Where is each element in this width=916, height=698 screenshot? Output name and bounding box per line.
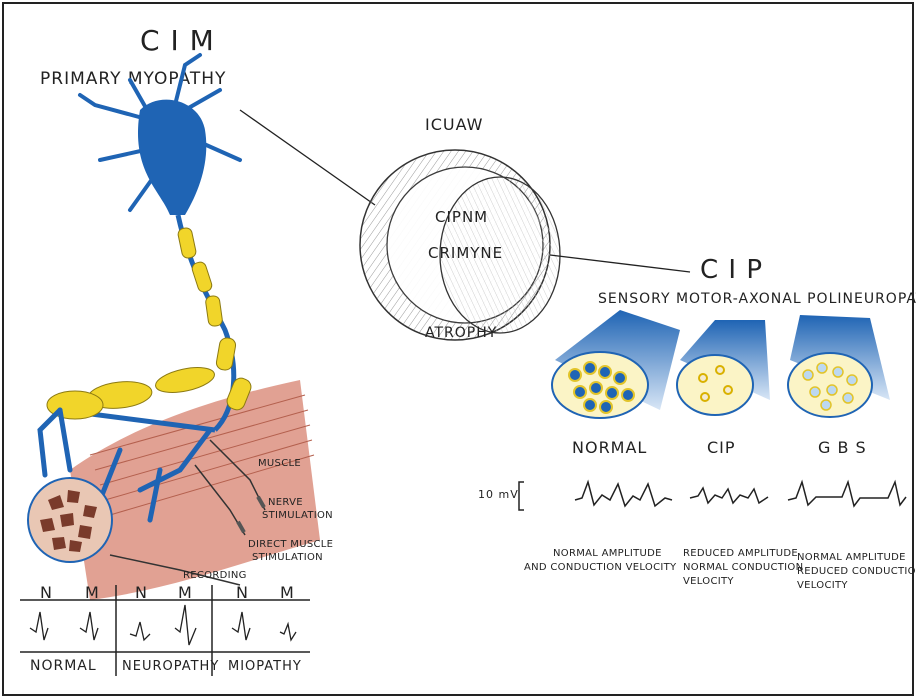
col-neuropathy-name: NEUROPATHY bbox=[122, 659, 219, 674]
desc-gbs-1: NORMAL AMPLITUDE bbox=[797, 552, 906, 563]
nerve-stimulation-label-1: NERVE bbox=[268, 497, 303, 508]
direct-stimulation-label-1: DIRECT MUSCLE bbox=[248, 539, 333, 550]
nerve-gbs-label: G B S bbox=[818, 438, 867, 457]
col-mio-n: N bbox=[236, 583, 249, 602]
cim-connector-line bbox=[240, 110, 375, 205]
venn-inner-label-2: CRIMYNE bbox=[428, 244, 503, 262]
muscle-label: MUSCLE bbox=[258, 458, 301, 469]
cim-title: C I M bbox=[140, 24, 215, 57]
recording-label: RECORDING bbox=[183, 570, 247, 581]
desc-gbs-2: REDUCED CONDUCTION bbox=[797, 566, 916, 577]
cip-descriptions: NORMAL AMPLITUDE AND CONDUCTION VELOCITY… bbox=[524, 548, 916, 591]
desc-normal-2: AND CONDUCTION VELOCITY bbox=[524, 562, 677, 573]
cip-connector-line bbox=[550, 255, 690, 272]
muscle-cross-section bbox=[28, 478, 112, 562]
nerve-normal-label: NORMAL bbox=[572, 438, 647, 457]
emg-traces bbox=[30, 605, 296, 645]
emg-table-heads: N M N M N M bbox=[40, 583, 295, 602]
desc-gbs-3: VELOCITY bbox=[797, 580, 848, 591]
nerve-stimulation-label-2: STIMULATION bbox=[262, 510, 333, 521]
col-mio-m: M bbox=[280, 583, 295, 602]
scale-bracket bbox=[519, 482, 524, 510]
nerve-cip-label: CIP bbox=[707, 438, 736, 457]
venn-inner-label-1: CIPNM bbox=[435, 208, 488, 226]
cip-title: C I P bbox=[700, 255, 763, 285]
col-neuro-n: N bbox=[135, 583, 148, 602]
nerve-gbs bbox=[788, 315, 890, 417]
col-normal-n: N bbox=[40, 583, 53, 602]
desc-cip-3: VELOCITY bbox=[683, 576, 734, 587]
nerve-cip bbox=[677, 320, 770, 415]
venn-outer-label: ICUAW bbox=[425, 115, 484, 134]
cip-subtitle: SENSORY MOTOR-AXONAL POLINEUROPATHY bbox=[598, 291, 916, 307]
scale-label: 10 mV bbox=[478, 488, 519, 501]
desc-cip-1: REDUCED AMPLITUDE bbox=[683, 548, 798, 559]
col-neuro-m: M bbox=[178, 583, 193, 602]
desc-normal-1: NORMAL AMPLITUDE bbox=[553, 548, 662, 559]
desc-cip-2: NORMAL CONDUCTION bbox=[683, 562, 803, 573]
col-normal-m: M bbox=[85, 583, 100, 602]
col-miopathy-name: MIOPATHY bbox=[228, 659, 302, 674]
col-normal-name: NORMAL bbox=[30, 658, 97, 674]
muscle-illustration bbox=[70, 380, 320, 600]
venn-bottom-label: ATROPHY bbox=[425, 325, 497, 341]
direct-stimulation-label-2: STIMULATION bbox=[252, 552, 323, 563]
cmap-traces bbox=[575, 482, 906, 506]
nerve-normal bbox=[552, 310, 680, 418]
